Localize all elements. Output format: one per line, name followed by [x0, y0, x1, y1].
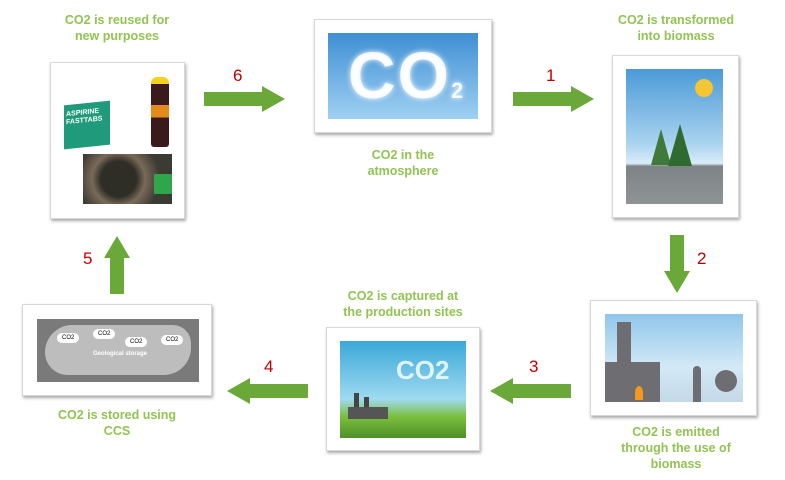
co2-text: CO2 — [396, 355, 450, 385]
label-line: through the use of — [621, 441, 731, 455]
tree-icon — [668, 124, 692, 166]
smokestack — [354, 393, 359, 419]
tank — [693, 366, 701, 402]
label-line: CO2 is transformed — [617, 13, 734, 27]
label-line: CCS — [103, 424, 131, 438]
label-line: CO2 is emitted — [632, 425, 720, 439]
sky-image: CO2 — [328, 33, 478, 119]
arrow-2-down-icon — [664, 235, 690, 293]
label-line: CO2 in the — [371, 148, 435, 162]
image-captured: CO2 — [326, 327, 480, 451]
image-caption: Geological storage — [93, 351, 148, 357]
power-plant-image — [605, 314, 743, 402]
co2-bubble: CO2 — [125, 337, 148, 347]
step-number-6: 6 — [233, 66, 243, 85]
plant-building — [605, 362, 660, 402]
image-atmosphere: CO2 — [314, 19, 492, 133]
forest-image — [626, 69, 723, 204]
label-line: into biomass — [637, 29, 715, 43]
label-line: atmosphere — [367, 164, 439, 178]
aspirin-text: ASPIRINE FASTTABS — [66, 107, 103, 127]
aspirin-box-image: ASPIRINE FASTTABS — [64, 100, 110, 150]
factory — [348, 407, 388, 419]
image-stored: Geological storage CO2 CO2 CO2 CO2 — [22, 304, 212, 396]
image-reused-products: ASPIRINE FASTTABS — [50, 62, 185, 219]
arrow-6-right-icon — [204, 86, 285, 112]
co2-bubble: CO2 — [161, 335, 184, 345]
step-number-3: 3 — [529, 357, 539, 376]
soda-bottle-image — [151, 77, 169, 147]
label-line: the production sites — [343, 305, 463, 319]
co2-cloud-text: CO2 — [348, 38, 466, 112]
arrow-1-right-icon — [513, 86, 594, 112]
sphere-tank — [715, 370, 737, 392]
label-reused: CO2 is reused for new purposes — [17, 12, 217, 44]
label-atmosphere: CO2 in the atmosphere — [303, 147, 503, 179]
arrow-3-left-icon — [490, 378, 571, 404]
co2-bubble: CO2 — [57, 333, 80, 343]
step-number-5: 5 — [83, 249, 93, 268]
step-number-4: 4 — [264, 357, 274, 376]
step-number-2: 2 — [697, 249, 707, 268]
carbon-rock-image — [83, 154, 172, 204]
sun-icon — [695, 79, 713, 97]
arrow-4-left-icon — [227, 378, 308, 404]
image-biomass — [612, 55, 739, 218]
tree-icon — [651, 129, 671, 165]
image-emitted — [590, 300, 757, 416]
label-stored: CO2 is stored using CCS — [17, 407, 217, 439]
co2-bubble: CO2 — [93, 329, 116, 339]
capture-site-image: CO2 — [340, 341, 466, 438]
green-label — [154, 174, 172, 194]
geological-storage-image: Geological storage CO2 CO2 CO2 CO2 — [37, 319, 199, 382]
label-captured: CO2 is captured at the production sites — [303, 288, 503, 320]
label-line: CO2 is captured at — [347, 289, 459, 303]
step-number-1: 1 — [546, 66, 556, 85]
label-line: new purposes — [74, 29, 160, 43]
label-emitted: CO2 is emitted through the use of biomas… — [576, 424, 776, 472]
label-line: biomass — [650, 457, 702, 471]
label-biomass: CO2 is transformed into biomass — [576, 12, 776, 44]
arrow-5-up-icon — [104, 236, 130, 294]
label-line: CO2 is stored using — [57, 408, 177, 422]
label-line: CO2 is reused for — [64, 13, 170, 27]
fire-icon — [635, 386, 643, 400]
